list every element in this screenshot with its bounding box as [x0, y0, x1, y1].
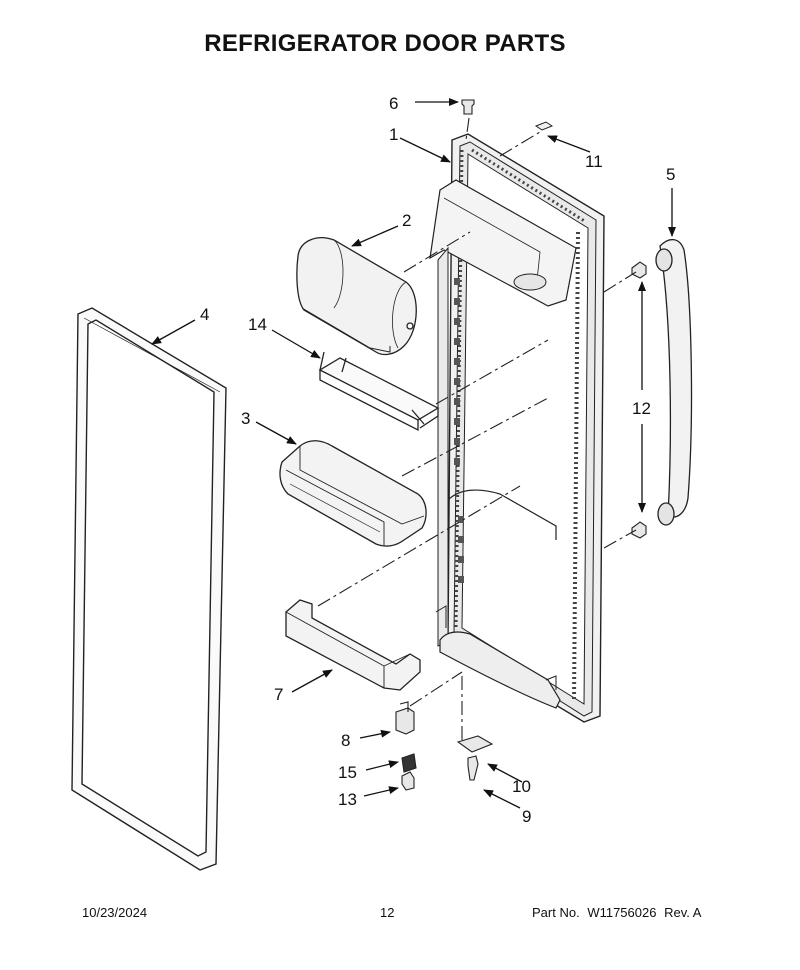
- callout-5: 5: [666, 165, 675, 184]
- revision: Rev. A: [664, 905, 702, 920]
- hinge-plate-and-screw: [456, 735, 494, 781]
- callout-7: 7: [274, 685, 283, 704]
- callout-6: 6: [389, 94, 398, 113]
- lower-hinge-parts: [395, 701, 417, 791]
- callout-15: 15: [338, 763, 357, 782]
- wire-shelf: [318, 351, 440, 432]
- hinge-pin-cap: [461, 99, 475, 115]
- callout-3: 3: [241, 409, 250, 428]
- bushing: [534, 121, 554, 131]
- callout-11: 11: [585, 152, 603, 171]
- assembly-lines: [317, 117, 637, 740]
- callout-9: 9: [522, 807, 531, 826]
- door-liner: [429, 133, 605, 723]
- callout-12: 12: [632, 399, 651, 418]
- callout-2: 2: [402, 211, 411, 230]
- footer-part-number: Part No. W11756026 Rev. A: [532, 905, 705, 920]
- part-number: W11756026: [587, 905, 657, 920]
- footer-date: 10/23/2024: [82, 905, 148, 920]
- door-gasket: [71, 307, 227, 871]
- leader-arrows: [151, 98, 676, 809]
- callout-4: 4: [200, 305, 209, 324]
- door-bin: [279, 440, 427, 547]
- door-handle: [655, 239, 693, 526]
- callout-1: 1: [389, 125, 398, 144]
- handle-screws: [631, 261, 647, 539]
- lower-door-bin: [285, 599, 421, 691]
- callout-8: 8: [341, 731, 350, 750]
- dairy-compartment: [296, 237, 417, 356]
- part-label: Part No.: [532, 905, 580, 920]
- callout-13: 13: [338, 790, 357, 809]
- page-title: REFRIGERATOR DOOR PARTS: [204, 30, 566, 57]
- callout-numbers: 6 1 11 5 2 4 14 12 3 7 8 15 10 13 9: [200, 94, 675, 826]
- callout-14: 14: [248, 315, 267, 334]
- footer-page-number: 12: [380, 905, 395, 920]
- callout-10: 10: [512, 777, 531, 796]
